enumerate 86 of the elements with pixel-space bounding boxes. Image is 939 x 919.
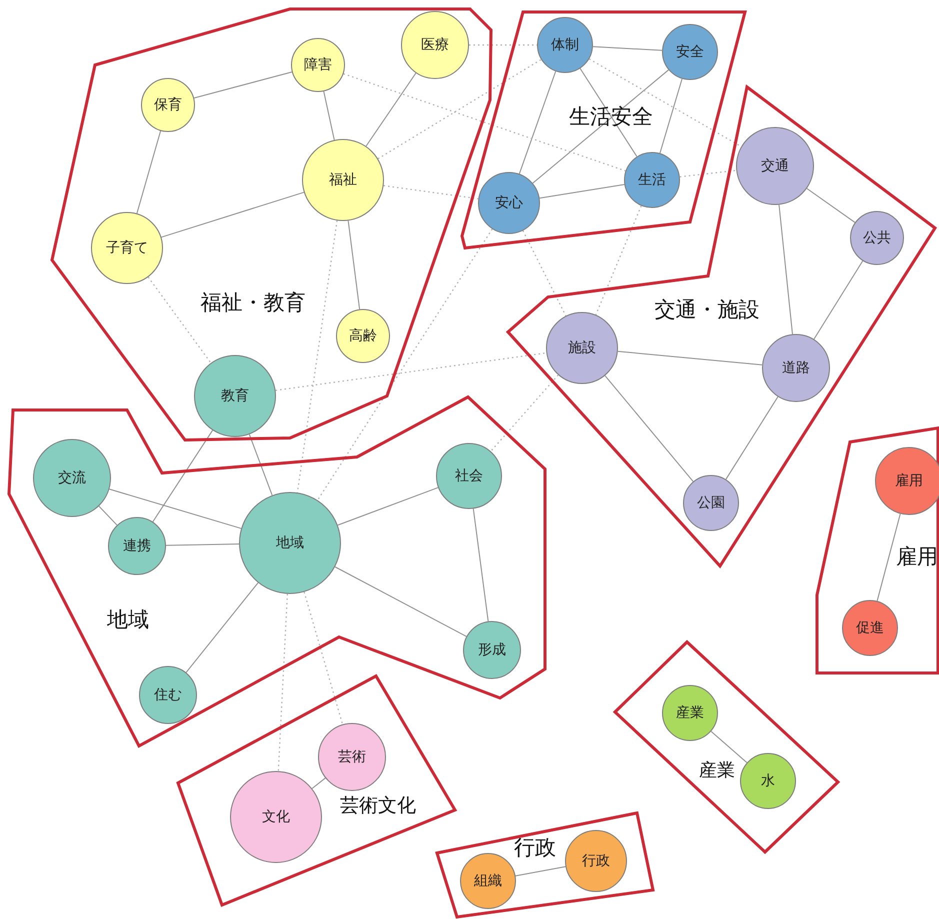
connector-line (876, 513, 901, 602)
topic-circle: 促進 (842, 600, 898, 656)
topic-circle: 福祉 (302, 139, 384, 221)
topic-circle: 公共 (850, 211, 904, 265)
dotted-connector (595, 206, 642, 315)
dotted-connector (588, 58, 742, 148)
connector-line (710, 730, 748, 764)
connector-line (604, 375, 694, 482)
connector-line (539, 184, 625, 199)
dotted-connector (490, 374, 559, 452)
topic-circle: 行政 (565, 830, 627, 892)
topic-circle: 地域 (239, 492, 341, 594)
topic-circle: 組織 (460, 853, 516, 909)
group-label: 芸術文化 (340, 796, 416, 816)
connector-line (617, 350, 763, 366)
connector-line (194, 71, 292, 99)
cluster-outline (817, 428, 938, 673)
connector-line (136, 130, 162, 214)
connector-line (337, 487, 439, 526)
topic-circle: 連携 (108, 517, 166, 575)
topic-circle: 生活 (624, 152, 680, 208)
connector-line (366, 72, 416, 147)
dotted-connector (317, 228, 493, 500)
cluster-outline (52, 9, 491, 440)
topic-circle: 文化 (230, 771, 322, 863)
topic-circle: 住む (139, 666, 197, 724)
dotted-connector (304, 592, 344, 725)
connector-line (532, 69, 669, 184)
dotted-connector (296, 220, 338, 493)
connector-line (813, 260, 864, 340)
topic-circle: 障害 (291, 38, 345, 92)
group-label: 生活安全 (569, 106, 653, 128)
connector-line (778, 204, 793, 335)
connector-line (248, 434, 273, 496)
group-label: 産業 (699, 762, 735, 780)
group-label: 福祉・教育 (200, 292, 306, 314)
connector-line (152, 430, 214, 522)
topic-circle: 社会 (436, 443, 502, 509)
connector-line (166, 544, 240, 546)
topic-circle: 交流 (33, 439, 111, 517)
connector-line (580, 68, 638, 157)
topic-circle: 形成 (463, 621, 521, 679)
topic-circle: 雇用 (875, 447, 939, 515)
group-label: 雇用 (896, 546, 938, 568)
dotted-connector (680, 170, 736, 178)
topic-circle: 教育 (194, 355, 276, 437)
dotted-connector (276, 352, 546, 391)
topic-circle: 高齢 (336, 309, 390, 363)
dotted-connector (148, 276, 212, 364)
topic-circle: 施設 (546, 312, 618, 384)
topic-circle: 医療 (401, 11, 469, 79)
connector-line (659, 78, 683, 154)
connector-line (98, 506, 118, 526)
connector-line (186, 582, 259, 673)
topic-circle: 公園 (683, 475, 739, 531)
topic-circle: 道路 (762, 334, 830, 402)
topic-circle: 芸術 (318, 723, 386, 791)
connector-line (334, 566, 467, 637)
topic-circle: 保育 (141, 78, 195, 132)
connector-line (108, 488, 242, 529)
group-label: 交通・施設 (654, 300, 760, 320)
connector-line (323, 90, 335, 140)
cluster-outline (462, 12, 745, 248)
topic-circle: 安全 (662, 24, 718, 80)
connector-line (472, 508, 489, 622)
connector-line (160, 192, 304, 238)
connector-line (806, 188, 856, 223)
topic-circle: 子育て (91, 212, 163, 284)
dotted-connector (343, 73, 626, 172)
topic-circle: 体制 (537, 17, 593, 73)
topic-circle: 産業 (662, 685, 718, 741)
connector-line (515, 866, 566, 876)
cluster-outline (437, 813, 653, 917)
dotted-connector (378, 59, 542, 160)
connector-line (592, 46, 663, 51)
group-label: 地域 (107, 610, 149, 630)
connector-line (348, 220, 360, 310)
connector-line (312, 778, 326, 789)
connector-line (518, 70, 556, 174)
connector-line (725, 396, 778, 480)
group-label: 行政 (514, 838, 556, 858)
dotted-connector (278, 594, 288, 772)
cluster-outline (615, 642, 838, 852)
topic-circle: 交通 (736, 127, 814, 205)
topic-circle: 安心 (478, 172, 540, 234)
topic-circle: 水 (740, 753, 796, 809)
